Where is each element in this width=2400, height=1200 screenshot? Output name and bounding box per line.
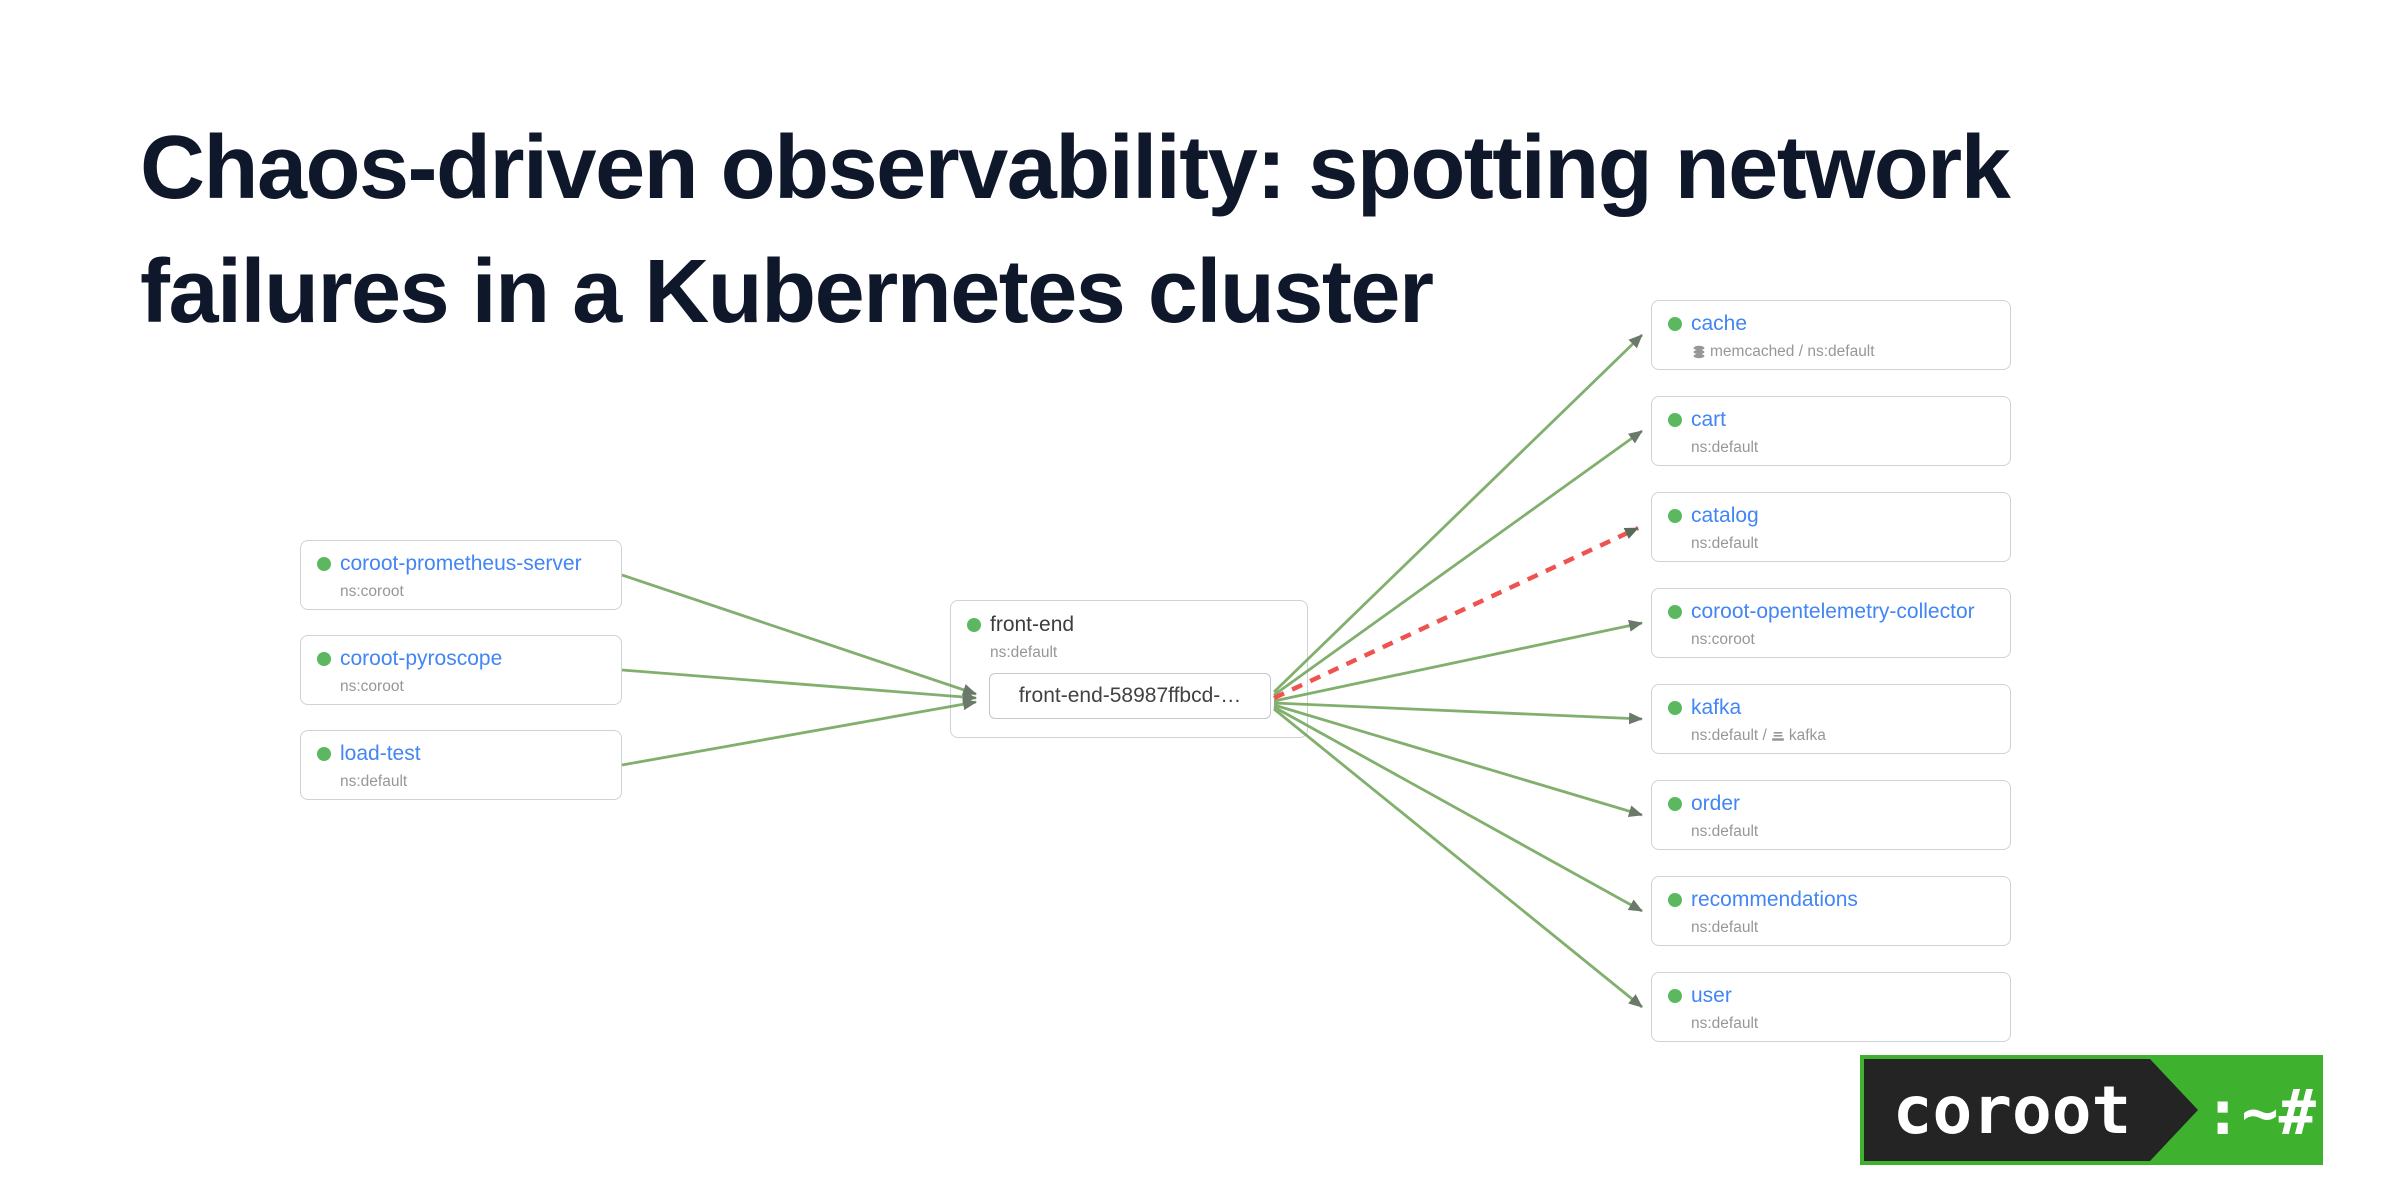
logo-brand-text: coroot bbox=[1893, 1072, 2131, 1149]
edge-load-test-to-front-end bbox=[621, 698, 977, 767]
service-node-recommendations[interactable]: recommendations ns:default bbox=[1651, 876, 2011, 946]
service-namespace: ns:coroot bbox=[340, 583, 404, 600]
status-dot-healthy bbox=[1668, 413, 1682, 427]
service-node-load-test[interactable]: load-test ns:default bbox=[300, 730, 622, 800]
database-icon bbox=[1693, 345, 1705, 359]
service-node-coroot-opentelemetry-collector[interactable]: coroot-opentelemetry-collector ns:coroot bbox=[1651, 588, 2011, 658]
service-node-catalog[interactable]: catalog ns:default bbox=[1651, 492, 2011, 562]
page-title-line1: Chaos-driven observability: spotting net… bbox=[140, 118, 2011, 219]
edge-front-end-to-order bbox=[1273, 703, 1643, 818]
edge-pyroscope-to-front-end bbox=[621, 668, 977, 703]
service-namespace-text: memcached / ns:default bbox=[1710, 343, 1875, 360]
service-name: front-end bbox=[990, 613, 1075, 636]
service-link[interactable]: coroot-opentelemetry-collector bbox=[1691, 600, 1975, 623]
logo-prompt-text: :~# bbox=[2204, 1076, 2317, 1149]
status-dot-healthy bbox=[1668, 509, 1682, 523]
service-namespace: ns:default bbox=[1691, 439, 1759, 456]
service-namespace: ns:coroot bbox=[1691, 631, 1755, 648]
service-node-front-end[interactable]: front-end ns:default front-end-58987ffbc… bbox=[950, 600, 1308, 738]
service-namespace-text: kafka bbox=[1788, 727, 1826, 744]
status-dot-healthy bbox=[317, 652, 331, 666]
edge-front-end-to-cache bbox=[1273, 333, 1643, 694]
service-namespace-text: ns:default / bbox=[1691, 727, 1767, 744]
service-link[interactable]: coroot-prometheus-server bbox=[340, 552, 582, 575]
status-dot-healthy bbox=[1668, 989, 1682, 1003]
service-node-coroot-pyroscope[interactable]: coroot-pyroscope ns:coroot bbox=[300, 635, 622, 705]
service-node-cart[interactable]: cart ns:default bbox=[1651, 396, 2011, 466]
status-dot-healthy bbox=[317, 557, 331, 571]
service-namespace: ns:default bbox=[990, 644, 1058, 661]
service-namespace: ns:coroot bbox=[340, 678, 404, 695]
service-namespace: ns:default / kafka bbox=[1691, 727, 1996, 745]
service-node-kafka[interactable]: kafka ns:default / kafka bbox=[1651, 684, 2011, 754]
service-link[interactable]: cache bbox=[1691, 312, 1748, 335]
queue-icon bbox=[1771, 732, 1784, 741]
status-dot-healthy bbox=[1668, 605, 1682, 619]
edge-prometheus-to-front-end bbox=[621, 573, 977, 696]
edge-front-end-to-catalog-failed bbox=[1273, 525, 1639, 701]
edge-front-end-to-kafka bbox=[1273, 701, 1643, 725]
service-link[interactable]: user bbox=[1691, 984, 1732, 1007]
logo-dark-chevron bbox=[1864, 1059, 2198, 1161]
service-node-order[interactable]: order ns:default bbox=[1651, 780, 2011, 850]
status-dot-healthy bbox=[1668, 317, 1682, 331]
service-node-coroot-prometheus-server[interactable]: coroot-prometheus-server ns:coroot bbox=[300, 540, 622, 610]
service-link[interactable]: load-test bbox=[340, 742, 421, 765]
service-link[interactable]: order bbox=[1691, 792, 1741, 815]
pod-instance-box[interactable]: front-end-58987ffbcd-… bbox=[989, 673, 1271, 719]
service-namespace: ns:default bbox=[340, 773, 408, 790]
edge-front-end-to-user bbox=[1273, 707, 1643, 1009]
status-dot-healthy bbox=[967, 618, 981, 632]
status-dot-healthy bbox=[1668, 797, 1682, 811]
edge-front-end-to-recommendations bbox=[1273, 705, 1643, 913]
page-title: Chaos-driven observability: spotting net… bbox=[140, 106, 2290, 354]
status-dot-healthy bbox=[317, 747, 331, 761]
service-node-user[interactable]: user ns:default bbox=[1651, 972, 2011, 1042]
service-node-cache[interactable]: cache memcached / ns:default bbox=[1651, 300, 2011, 370]
coroot-logo: coroot :~# bbox=[1860, 1055, 2323, 1165]
edge-front-end-to-cart bbox=[1273, 429, 1643, 697]
service-namespace: ns:default bbox=[1691, 823, 1759, 840]
service-link[interactable]: catalog bbox=[1691, 504, 1759, 527]
service-link[interactable]: recommendations bbox=[1691, 888, 1858, 911]
status-dot-healthy bbox=[1668, 701, 1682, 715]
service-link[interactable]: cart bbox=[1691, 408, 1727, 431]
service-namespace: memcached / ns:default bbox=[1691, 343, 1996, 361]
service-link[interactable]: coroot-pyroscope bbox=[340, 647, 503, 670]
service-namespace: ns:default bbox=[1691, 535, 1759, 552]
service-namespace: ns:default bbox=[1691, 919, 1759, 936]
edge-front-end-to-collector bbox=[1273, 619, 1643, 703]
status-dot-healthy bbox=[1668, 893, 1682, 907]
page-title-line2: failures in a Kubernetes cluster bbox=[140, 242, 1434, 343]
service-namespace: ns:default bbox=[1691, 1015, 1759, 1032]
service-link[interactable]: kafka bbox=[1691, 696, 1742, 719]
